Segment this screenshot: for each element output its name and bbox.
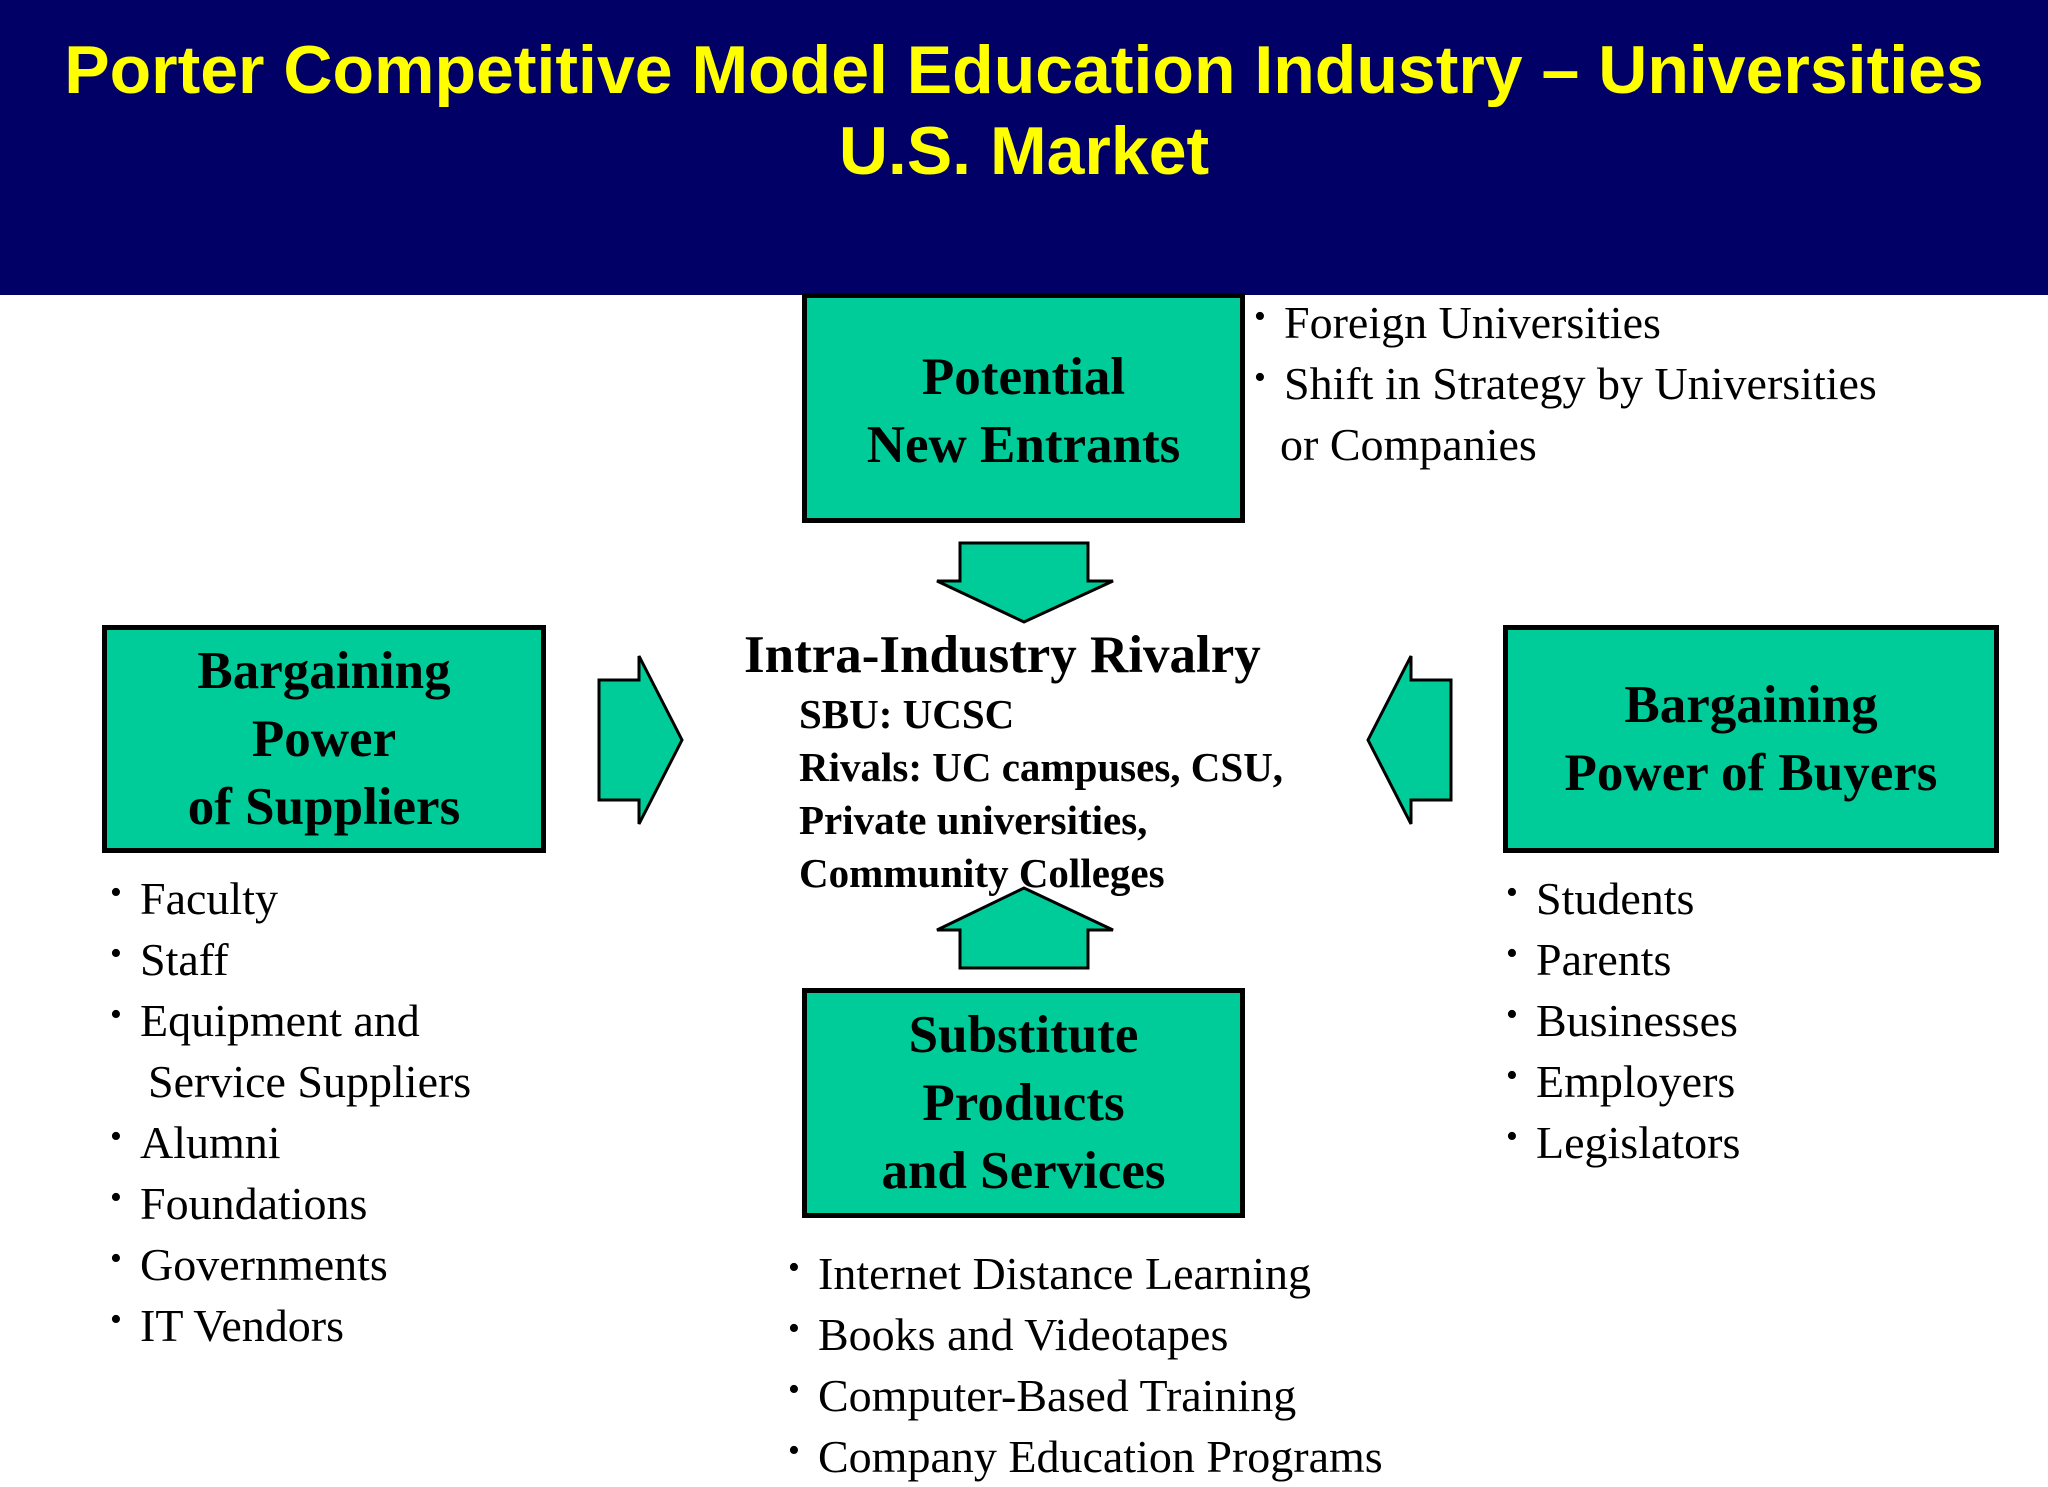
list-item: •Parents [1506, 929, 1740, 990]
bullet-icon: • [110, 1240, 122, 1277]
bullet-icon: • [1506, 996, 1518, 1033]
rivalry-block: Intra-Industry Rivalry SBU: UCSC Rivals:… [744, 622, 1283, 900]
bullet-icon: • [110, 874, 122, 911]
bullet-icon: • [788, 1310, 800, 1347]
bullet-icon: • [110, 1301, 122, 1338]
page-title-line-2: U.S. Market [838, 113, 1210, 189]
bullet-icon: • [1506, 935, 1518, 972]
list-item-continuation: or Companies [1280, 419, 1537, 470]
new-entrants-list: •Foreign Universities •Shift in Strategy… [1254, 292, 1877, 475]
rivalry-sbu: SBU: UCSC [799, 691, 1015, 737]
substitutes-box: Substitute Products and Services [802, 988, 1245, 1218]
page-title-line-1: Porter Competitive Model Education Indus… [64, 32, 1984, 108]
suppliers-list: •Faculty •Staff •Equipment and Service S… [110, 868, 471, 1356]
buyers-label: Bargaining Power of Buyers [1564, 676, 1938, 802]
list-item: •Foundations [110, 1173, 471, 1234]
list-item: •Foreign Universities [1254, 292, 1877, 353]
rivalry-details: SBU: UCSC Rivals: UC campuses, CSU, Priv… [799, 688, 1283, 900]
arrow-up-icon [936, 886, 1114, 970]
bullet-icon: • [1254, 359, 1266, 396]
substitutes-list: •Internet Distance Learning •Books and V… [788, 1243, 1383, 1487]
list-item: •Students [1506, 868, 1740, 929]
list-item: •Equipment and [110, 990, 471, 1051]
bullet-icon: • [788, 1249, 800, 1286]
list-item: •Internet Distance Learning [788, 1243, 1383, 1304]
new-entrants-label: Potential New Entrants [866, 348, 1181, 474]
buyers-list: •Students •Parents •Businesses •Employer… [1506, 868, 1740, 1173]
list-item: •Company Education Programs [788, 1426, 1383, 1487]
suppliers-box: Bargaining Power of Suppliers [102, 625, 546, 853]
list-item: •Computer-Based Training [788, 1365, 1383, 1426]
suppliers-label: Bargaining Power of Suppliers [187, 642, 461, 836]
bullet-icon: • [1254, 298, 1266, 335]
rivalry-title: Intra-Industry Rivalry [744, 626, 1261, 684]
bullet-icon: • [110, 1179, 122, 1216]
new-entrants-box: Potential New Entrants [802, 293, 1245, 523]
arrow-left-icon [1366, 655, 1453, 825]
list-item: •Legislators [1506, 1112, 1740, 1173]
rivalry-rivals-cont-2: Community Colleges [799, 850, 1165, 896]
list-item: •Alumni [110, 1112, 471, 1173]
bullet-icon: • [1506, 874, 1518, 911]
title-banner: Porter Competitive Model Education Indus… [0, 0, 2048, 295]
bullet-icon: • [110, 935, 122, 972]
list-item: •Governments [110, 1234, 471, 1295]
arrow-right-icon [597, 655, 684, 825]
list-item: •Shift in Strategy by Universities [1254, 353, 1877, 414]
rivalry-rivals: Rivals: UC campuses, CSU, [799, 744, 1284, 790]
substitutes-label: Substitute Products and Services [881, 1006, 1166, 1200]
bullet-icon: • [788, 1432, 800, 1469]
list-item: •Employers [1506, 1051, 1740, 1112]
arrow-down-icon [936, 541, 1114, 624]
bullet-icon: • [110, 1118, 122, 1155]
buyers-box: Bargaining Power of Buyers [1503, 625, 1999, 853]
list-item: •Businesses [1506, 990, 1740, 1051]
list-item: •Faculty [110, 868, 471, 929]
list-item: •IT Vendors [110, 1295, 471, 1356]
rivalry-rivals-cont-1: Private universities, [799, 797, 1148, 843]
list-item: •Books and Videotapes [788, 1304, 1383, 1365]
bullet-icon: • [110, 996, 122, 1033]
bullet-icon: • [1506, 1057, 1518, 1094]
list-item: •Staff [110, 929, 471, 990]
bullet-icon: • [788, 1371, 800, 1408]
bullet-icon: • [1506, 1118, 1518, 1155]
list-item-continuation: Service Suppliers [148, 1056, 472, 1107]
